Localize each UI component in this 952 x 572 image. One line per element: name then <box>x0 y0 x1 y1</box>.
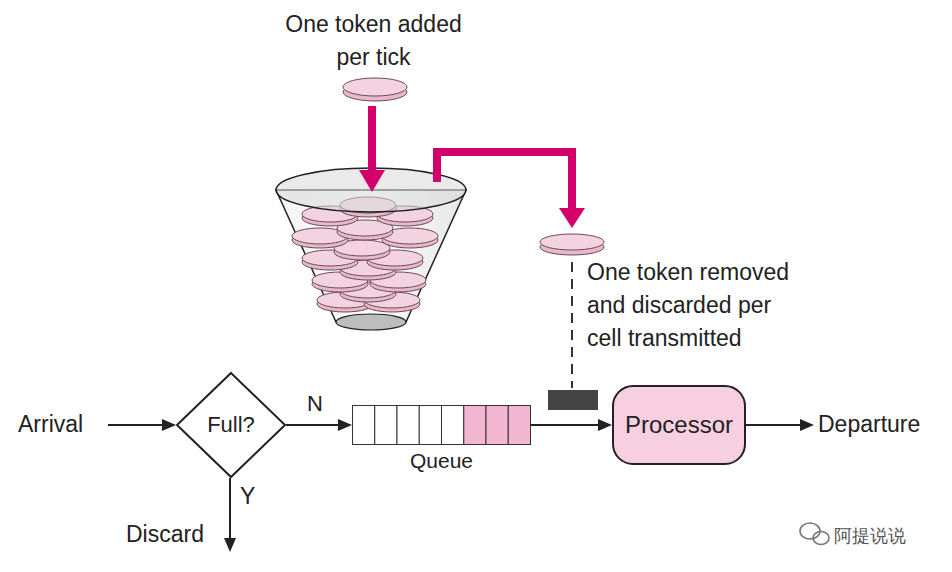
process-box: Processor <box>612 385 746 465</box>
removed-token <box>540 234 604 255</box>
edge-label: N <box>305 391 325 417</box>
flow-connector <box>286 419 352 431</box>
arrow-head <box>162 419 176 431</box>
token-gate <box>548 390 598 410</box>
node-text: Processor <box>625 411 733 439</box>
watermark: 阿提说说 <box>834 520 906 553</box>
watermark-icon <box>800 523 829 545</box>
io-label: Discard <box>126 518 204 551</box>
flow-connector <box>531 419 612 431</box>
decision-diamond: Full? <box>176 372 286 478</box>
queue-label: Queue <box>410 449 473 473</box>
arrow-head <box>359 170 385 192</box>
branch-label: Y <box>240 480 255 513</box>
dashed-leader <box>571 262 573 388</box>
arrow-head <box>224 538 236 552</box>
arrow-head <box>559 208 585 228</box>
token-in-arrow <box>368 106 376 172</box>
token-out-arrow <box>437 152 572 210</box>
queue-box: Queue <box>352 405 531 445</box>
annotation: One token removed and discarded per cell… <box>587 256 812 355</box>
bucket-bottom <box>336 314 406 330</box>
arrival-arrow <box>108 424 166 426</box>
departure-arrow <box>746 424 804 426</box>
node-text: Full? <box>207 412 255 438</box>
arrow-head <box>800 419 814 431</box>
incoming-token <box>343 78 407 101</box>
discard-arrow <box>229 478 231 540</box>
bucket-tokens <box>292 197 438 312</box>
annotation: One token added per tick <box>276 8 471 74</box>
io-label: Departure <box>818 408 920 441</box>
io-label: Arrival <box>18 408 83 441</box>
queue-box-outline <box>352 405 531 445</box>
